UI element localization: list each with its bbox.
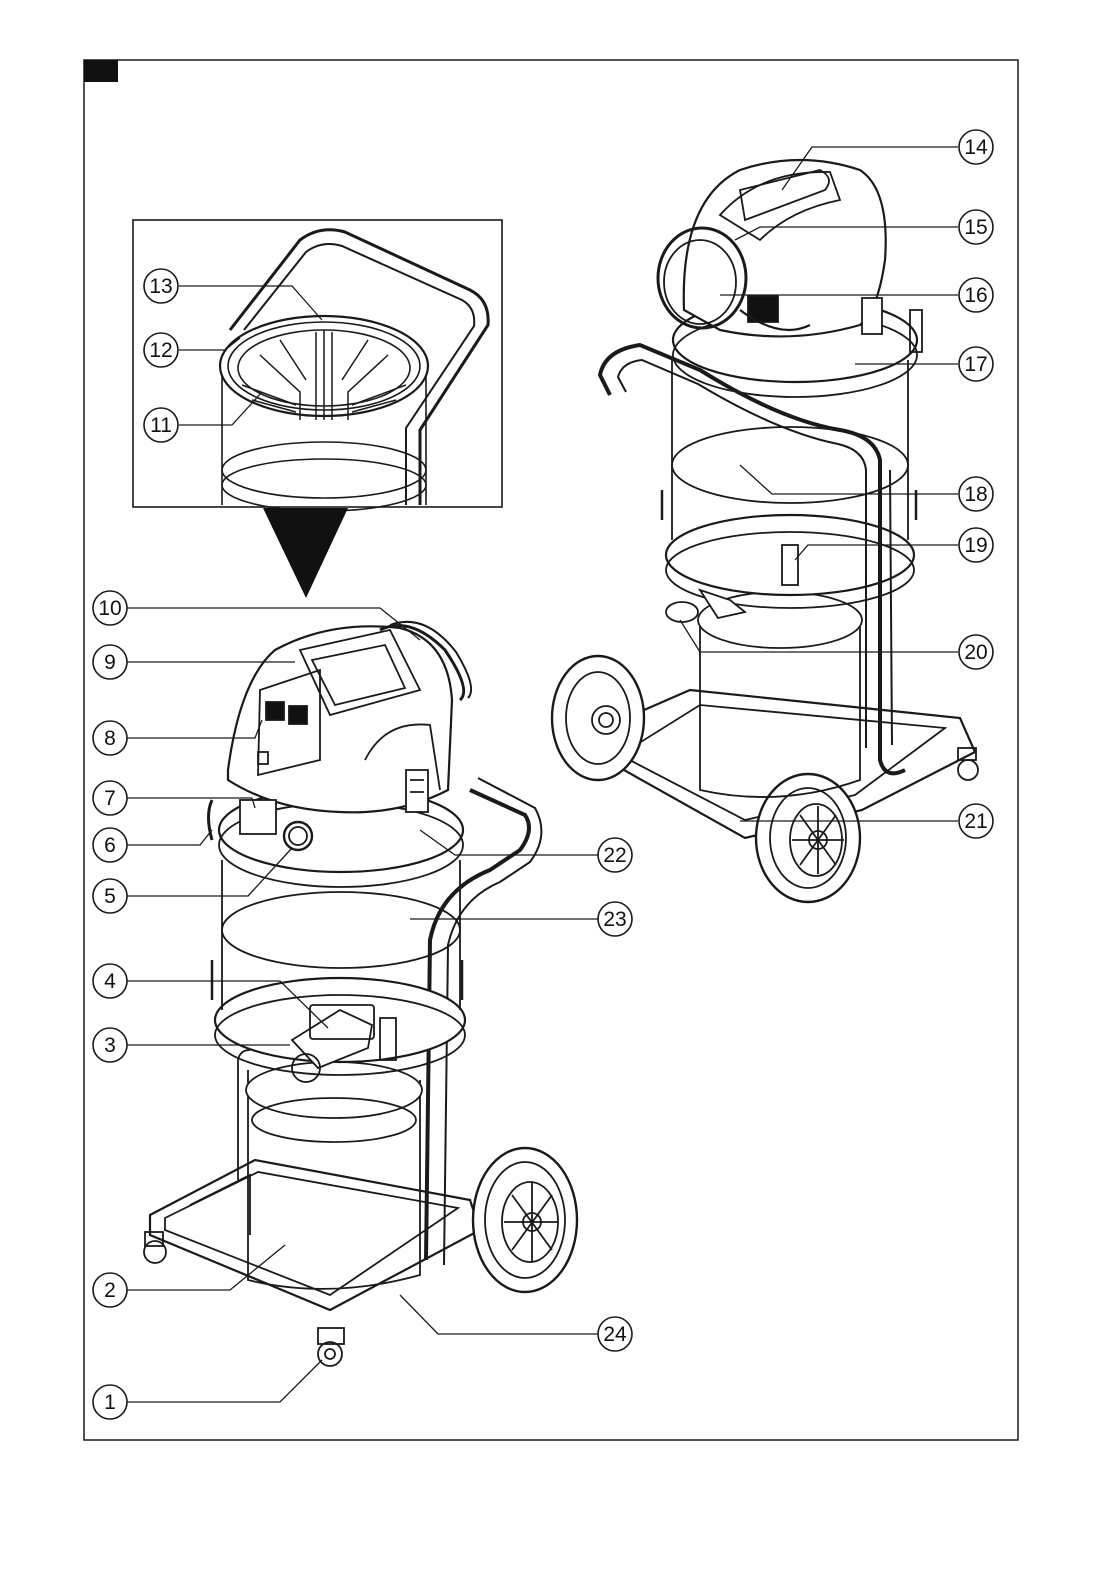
callout-21: 21 (959, 804, 993, 838)
figure-marker (84, 60, 118, 82)
machine-rear (552, 160, 978, 902)
callout-3: 3 (93, 1028, 127, 1062)
callout-number: 1 (104, 1391, 116, 1414)
inset-arrow (263, 508, 348, 598)
callout-11: 11 (144, 408, 178, 442)
callout-12: 12 (144, 333, 178, 367)
callout-13: 13 (144, 269, 178, 303)
callout-number: 9 (104, 651, 116, 674)
callout-24: 24 (598, 1317, 632, 1351)
callout-number: 13 (149, 275, 172, 298)
machine-front (144, 622, 577, 1366)
callout-15: 15 (959, 210, 993, 244)
callout-number: 19 (964, 534, 987, 557)
callout-number: 15 (964, 216, 987, 239)
callout-7: 7 (93, 781, 127, 815)
callout-23: 23 (598, 902, 632, 936)
callout-number: 22 (603, 844, 626, 867)
callout-10: 10 (93, 591, 127, 625)
callout-8: 8 (93, 721, 127, 755)
detail-inset (133, 220, 502, 511)
callout-number: 18 (964, 483, 987, 506)
callout-17: 17 (959, 347, 993, 381)
callout-number: 24 (603, 1323, 627, 1346)
callout-number: 5 (104, 885, 116, 908)
callout-number: 6 (104, 834, 116, 857)
callout-9: 9 (93, 645, 127, 679)
callout-4: 4 (93, 964, 127, 998)
callout-18: 18 (959, 477, 993, 511)
callout-number: 14 (964, 136, 988, 159)
callout-number: 10 (98, 597, 121, 620)
callout-number: 11 (150, 414, 172, 437)
callout-number: 4 (104, 970, 116, 993)
callout-5: 5 (93, 879, 127, 913)
callout-number: 21 (964, 810, 987, 833)
callout-6: 6 (93, 828, 127, 862)
callout-number: 17 (964, 353, 987, 376)
callout-number: 3 (104, 1034, 116, 1057)
callout-number: 16 (964, 284, 987, 307)
callout-14: 14 (959, 130, 993, 164)
callout-number: 2 (104, 1279, 116, 1302)
callout-16: 16 (959, 278, 993, 312)
callout-1: 1 (93, 1385, 127, 1419)
callout-19: 19 (959, 528, 993, 562)
callout-number: 23 (603, 908, 626, 931)
callout-number: 20 (964, 641, 987, 664)
callout-number: 12 (149, 339, 172, 362)
callout-number: 7 (104, 787, 116, 810)
callout-20: 20 (959, 635, 993, 669)
callout-22: 22 (598, 838, 632, 872)
callout-2: 2 (93, 1273, 127, 1307)
callout-number: 8 (104, 727, 116, 750)
